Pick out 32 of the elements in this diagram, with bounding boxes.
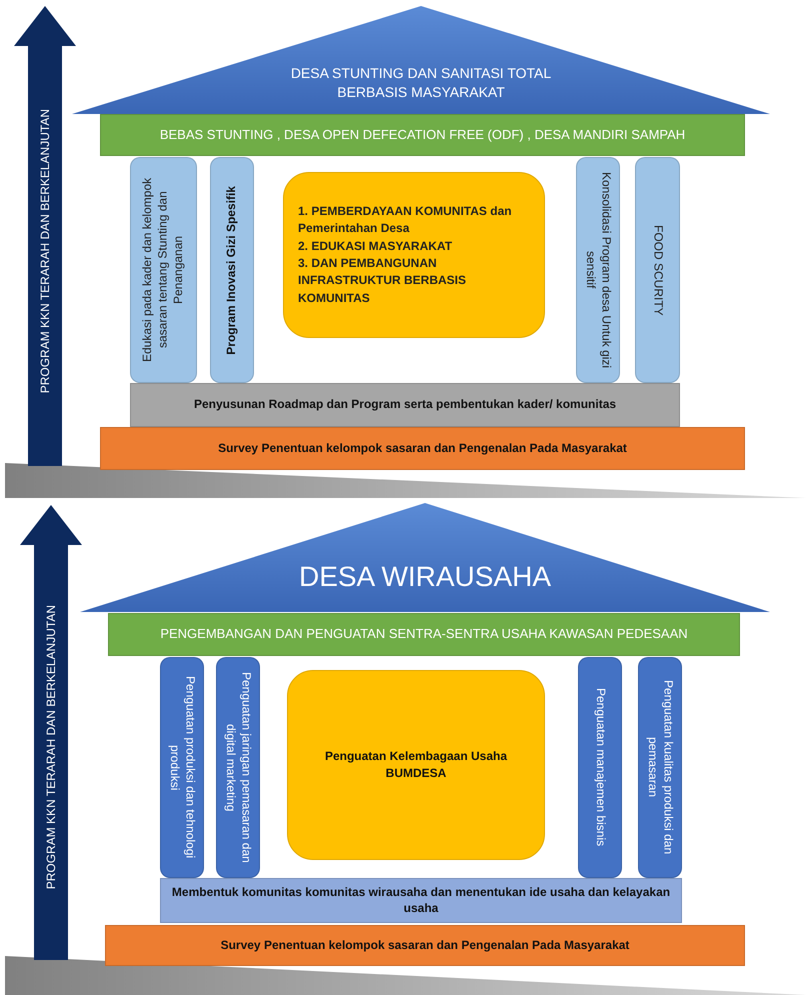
band: BEBAS STUNTING , DESA OPEN DEFECATION FREE (ODF) , DESA MANDIRI SAMPAH <box>100 114 745 156</box>
pillar-label: Edukasi pada kader dan kelompok sasaran tentang Stunting dan Penanganan <box>140 176 186 364</box>
pillar-label: Penguatan jaringan pemasaran dan digital marketing <box>223 671 254 865</box>
pillar-label: Program Inovasi Gizi Spesifik <box>224 186 240 354</box>
pillar <box>578 657 622 878</box>
band: Survey Penentuan kelompok sasaran dan Pengenalan Pada Masyarakat <box>100 427 745 470</box>
pillar-label: Penguatan produksi dan tehnologi produksi <box>167 675 198 861</box>
band: Survey Penentuan kelompok sasaran dan Pengenalan Pada Masyarakat <box>105 925 745 966</box>
pillar <box>635 157 680 383</box>
pillar <box>160 657 204 878</box>
roof-title: DESA STUNTING DAN SANITASI TOTAL BERBASIS MASYARAKAT <box>290 64 552 102</box>
pillar <box>216 657 260 878</box>
band: PENGEMBANGAN DAN PENGUATAN SENTRA-SENTRA USAHA KAWASAN PEDESAAN <box>108 613 740 656</box>
pillar <box>576 157 620 383</box>
list-item: 3. DAN PEMBANGUNAN INFRASTRUKTUR BERBASIS KOMUNITAS <box>298 255 467 307</box>
roof-title: DESA WIRAUSAHA <box>298 560 552 594</box>
center-panel <box>283 172 545 338</box>
list-item: 1. PEMBERDAYAAN KOMUNITAS dan Pemerintahan Desa <box>298 202 513 238</box>
pillar-label: Penguatan kualitas produksi dan pemasaran <box>645 679 676 857</box>
list-item: 2. EDUKASI MASYARAKAT <box>298 238 454 255</box>
vertical-label: PROGRAM KKN TERARAH DAN BERKELANJUTAN <box>44 605 58 890</box>
pillar-label: FOOD SCURITY <box>650 224 666 316</box>
pillar-label: Penguatan manajemen bisnis <box>592 688 608 847</box>
vertical-label: PROGRAM KKN TERARAH DAN BERKELANJUTAN <box>38 108 52 394</box>
panel-text: Penguatan Kelembagaan Usaha BUMDESA <box>324 748 508 782</box>
band: Membentuk komunitas komunitas wirausaha dan menentukan ide usaha dan kelayakan usaha <box>160 878 682 923</box>
pillar-label: Konsolidasi Program desa Untuk gizi sensitif <box>583 170 614 370</box>
pillar <box>638 657 682 878</box>
pillar <box>210 157 254 383</box>
center-panel <box>287 670 545 860</box>
pillar <box>130 157 197 383</box>
band: Penyusunan Roadmap dan Program serta pembentukan kader/ komunitas <box>130 383 680 427</box>
